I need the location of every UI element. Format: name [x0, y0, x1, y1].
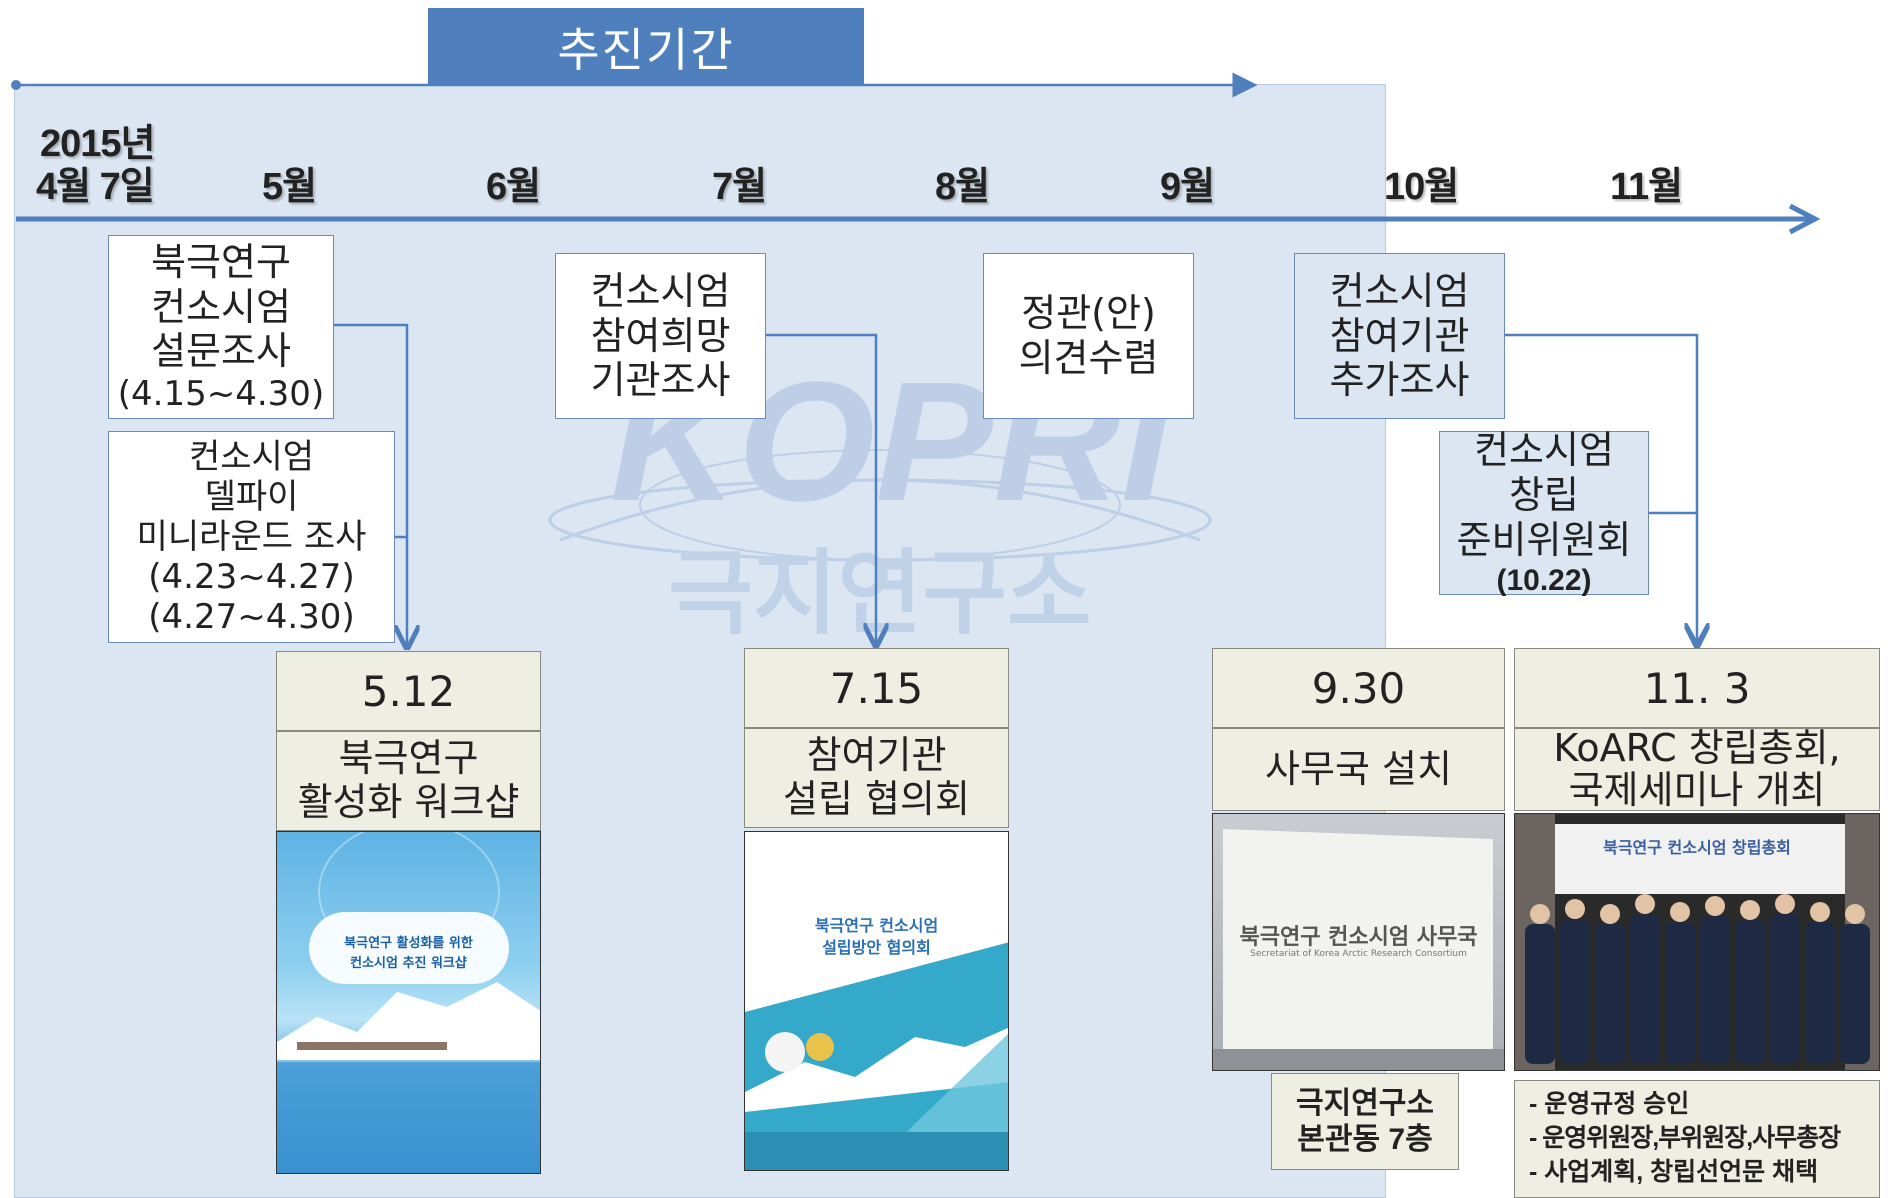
month-may: 5월	[262, 166, 317, 208]
month-aug: 8월	[935, 166, 990, 208]
note-rules-approval: - 운영규정 승인	[1529, 1090, 1690, 1118]
secretariat-location: 극지연구소 본관동 7층	[1271, 1073, 1459, 1170]
year-label: 2015년	[40, 123, 155, 165]
event-title-council: 참여기관 설립 협의회	[744, 728, 1009, 828]
month-oct: 10월	[1384, 166, 1459, 208]
arctic-survey-box: 북극연구 컨소시엄 설문조사 (4.15~4.30)	[108, 235, 334, 419]
workshop-poster-image: 북극연구 활성화를 위한 컨소시엄 추진 워크샵	[276, 831, 541, 1174]
month-jun: 6월	[486, 166, 541, 208]
additional-survey-box: 컨소시엄 참여기관 추가조사	[1294, 253, 1505, 419]
month-sep: 9월	[1160, 166, 1215, 208]
connector-participation-council	[766, 333, 876, 643]
participation-survey-box: 컨소시엄 참여희망 기관조사	[555, 253, 766, 419]
promotion-period-tab: 추진기간	[428, 8, 864, 86]
secretariat-sign-english: Secretariat of Korea Arctic Research Con…	[1250, 949, 1467, 959]
event-title-secretariat: 사무국 설치	[1212, 728, 1505, 811]
event-date-workshop: 5.12	[276, 651, 541, 731]
prep-committee-date: (10.22)	[1496, 563, 1592, 597]
event-date-secretariat: 9.30	[1212, 648, 1505, 728]
event-date-council: 7.15	[744, 648, 1009, 728]
connector-additional-founding	[1505, 333, 1697, 643]
council-poster-title: 북극연구 컨소시엄	[814, 916, 939, 935]
prep-committee-box: 컨소시엄 창립 준비위원회 (10.22)	[1439, 428, 1649, 597]
event-date-founding: 11. 3	[1514, 648, 1880, 728]
founding-banner-text: 북극연구 컨소시엄 창립총회	[1603, 838, 1791, 857]
month-apr7: 4월 7일	[36, 166, 155, 208]
workshop-poster-subtitle: 컨소시엄 추진 워크샵	[350, 956, 467, 971]
council-poster-image: 북극연구 컨소시엄 설립방안 협의회	[744, 831, 1009, 1171]
secretariat-sign-text: 북극연구 컨소시엄 사무국	[1239, 925, 1478, 950]
secretariat-sign-photo: 북극연구 컨소시엄 사무국 Secretariat of Korea Arcti…	[1212, 813, 1505, 1071]
workshop-poster-title: 북극연구 활성화를 위한	[344, 936, 473, 951]
founding-group-photo: 북극연구 컨소시엄 창립총회	[1514, 813, 1880, 1071]
note-officers: - 운영위원장,부위원장,사무총장	[1529, 1123, 1841, 1152]
bylaws-opinion-box: 정관(안) 의견수렴	[983, 253, 1194, 419]
founding-notes: - 운영규정 승인 - 운영위원장,부위원장,사무총장 - 사업계획, 창립선언…	[1514, 1080, 1880, 1198]
event-title-founding: KoARC 창립총회, 국제세미나 개최	[1514, 728, 1880, 811]
note-plan-adoption: - 사업계획, 창립선언문 채택	[1529, 1157, 1819, 1186]
connector-survey-workshop	[334, 323, 407, 645]
event-title-workshop: 북극연구 활성화 워크샵	[276, 731, 541, 831]
council-poster-subtitle: 설립방안 협의회	[822, 938, 931, 957]
delphi-survey-box: 컨소시엄 델파이 미니라운드 조사 (4.23~4.27) (4.27~4.30…	[108, 431, 395, 643]
month-nov: 11월	[1610, 166, 1683, 208]
month-jul: 7월	[712, 166, 767, 208]
